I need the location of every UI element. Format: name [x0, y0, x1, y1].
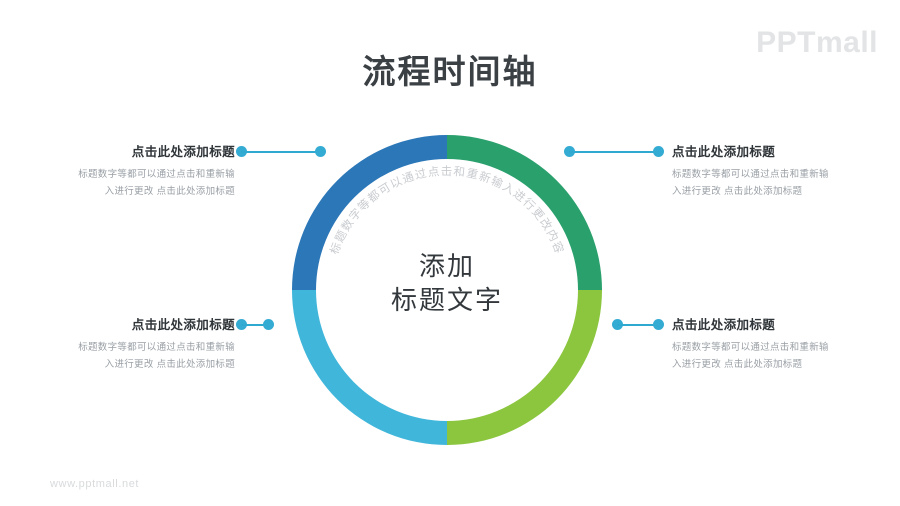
callout-title-top-right[interactable]: 点击此处添加标题 [672, 145, 776, 159]
connector-node-outer-bottom-right [653, 319, 664, 330]
callout-body-line2-top-right: 入进行更改 点击此处添加标题 [672, 186, 803, 198]
connector-bottom-right [612, 319, 664, 331]
connector-bottom-left [236, 319, 274, 331]
connector-top-right [564, 146, 664, 158]
callout-body-bottom-left: 标题数字等都可以通过点击和重新输 入进行更改 点击此处添加标题 [0, 339, 235, 374]
callout-bottom-right[interactable]: 点击此处添加标题 标题数字等都可以通过点击和重新输 入进行更改 点击此处添加标题 [672, 316, 900, 374]
center-label-line2: 标题文字 [390, 286, 503, 317]
connector-node-outer-bottom-left [263, 319, 274, 330]
center-label-line1: 添加 [418, 252, 475, 282]
connector-line-bottom-left [241, 324, 269, 326]
callout-body-bottom-right: 标题数字等都可以通过点击和重新输 入进行更改 点击此处添加标题 [672, 339, 900, 374]
donut-diagram: 标题数字等都可以通过点击和重新输入进行更改内容 添加 标题文字 [272, 115, 622, 465]
donut-segment-top-right[interactable] [447, 135, 602, 290]
callout-title-bottom-left[interactable]: 点击此处添加标题 [131, 318, 235, 332]
callout-title-top-left[interactable]: 点击此处添加标题 [131, 145, 235, 159]
donut-center-label: 添加 标题文字 [272, 250, 622, 319]
callout-body-line2-bottom-right: 入进行更改 点击此处添加标题 [672, 359, 803, 371]
callout-title-bottom-right[interactable]: 点击此处添加标题 [672, 318, 776, 332]
footer-url[interactable]: www.pptmall.net [50, 478, 140, 490]
callout-body-line1-top-right: 标题数字等都可以通过点击和重新输 [672, 168, 829, 180]
pptmall-logo: PPTmall [756, 26, 878, 59]
callout-body-line1-bottom-right: 标题数字等都可以通过点击和重新输 [672, 341, 829, 353]
callout-body-line1-top-left: 标题数字等都可以通过点击和重新输 [78, 168, 235, 180]
connector-line-bottom-right [617, 324, 659, 326]
connector-line-top-right [569, 151, 659, 153]
callout-body-line1-bottom-left: 标题数字等都可以通过点击和重新输 [78, 341, 235, 353]
callout-body-line2-bottom-left: 入进行更改 点击此处添加标题 [104, 359, 235, 371]
connector-line-top-left [241, 151, 321, 153]
callout-body-top-left: 标题数字等都可以通过点击和重新输 入进行更改 点击此处添加标题 [0, 166, 235, 201]
donut-segment-bottom-right[interactable] [447, 290, 602, 445]
callout-top-right[interactable]: 点击此处添加标题 标题数字等都可以通过点击和重新输 入进行更改 点击此处添加标题 [672, 143, 900, 201]
donut-svg: 标题数字等都可以通过点击和重新输入进行更改内容 [292, 135, 602, 445]
donut-segment-bottom-left[interactable] [292, 290, 447, 445]
connector-top-left [236, 146, 326, 158]
donut-segment-top-left[interactable] [292, 135, 447, 290]
connector-node-outer-top-left [315, 146, 326, 157]
callout-body-line2-top-left: 入进行更改 点击此处添加标题 [104, 186, 235, 198]
page-title: 流程时间轴 [362, 52, 538, 91]
connector-node-outer-top-right [653, 146, 664, 157]
callout-top-left[interactable]: 点击此处添加标题 标题数字等都可以通过点击和重新输 入进行更改 点击此处添加标题 [0, 143, 235, 201]
callout-bottom-left[interactable]: 点击此处添加标题 标题数字等都可以通过点击和重新输 入进行更改 点击此处添加标题 [0, 316, 235, 374]
callout-body-top-right: 标题数字等都可以通过点击和重新输 入进行更改 点击此处添加标题 [672, 166, 900, 201]
